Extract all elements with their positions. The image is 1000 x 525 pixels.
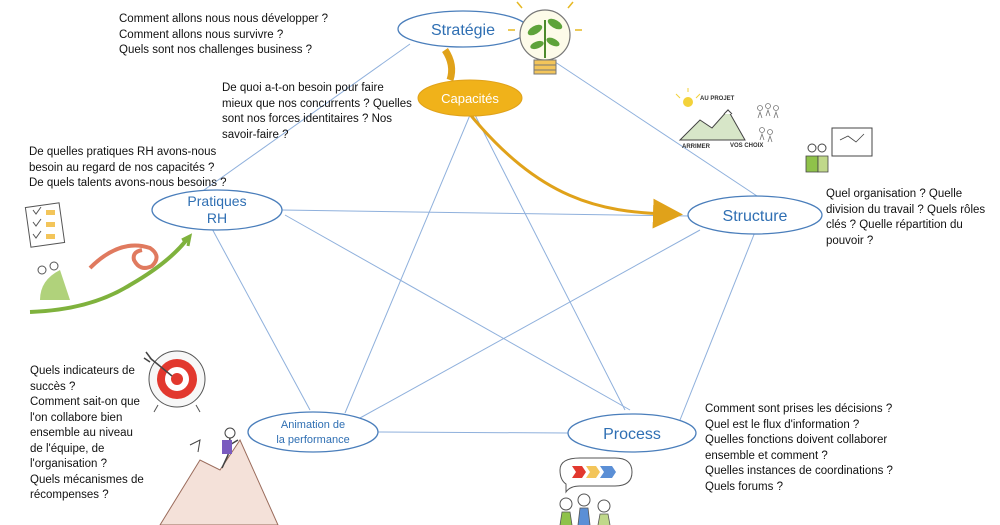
mountain-climber-icon bbox=[159, 427, 279, 525]
target-icon bbox=[143, 350, 206, 413]
node-strategie-label: Stratégie bbox=[431, 22, 495, 39]
node-structure[interactable]: Structure bbox=[687, 195, 823, 235]
network-edges bbox=[189, 43, 761, 434]
node-pratiques-rh-line2: RH bbox=[207, 210, 227, 226]
questions-capacites: De quoi a-t-on besoin pour faire mieux q… bbox=[222, 82, 412, 141]
edge-rh-process bbox=[284, 214, 631, 411]
questions-strategie: Comment allons nous nous développer ? Co… bbox=[119, 13, 329, 56]
arrow-strategie-capacites bbox=[442, 48, 456, 82]
node-pratiques-rh[interactable]: Pratiques RH bbox=[151, 189, 283, 231]
edge-capacites-process bbox=[474, 114, 626, 411]
edge-structure-animation bbox=[359, 229, 701, 419]
questions-process: Comment sont prises les décisions ? Quel… bbox=[705, 403, 893, 493]
node-process-label: Process bbox=[603, 426, 661, 443]
edge-strategie-rh bbox=[189, 43, 411, 201]
edge-capacites-animation bbox=[344, 114, 471, 414]
lightbulb-icon bbox=[508, 1, 582, 75]
arrow-capacites-structure bbox=[466, 111, 683, 229]
sketch-au-projet-label: AU PROJET bbox=[700, 96, 735, 102]
team-board-icon bbox=[805, 127, 873, 173]
node-pratiques-rh-line1: Pratiques bbox=[187, 193, 246, 209]
node-structure-label: Structure bbox=[723, 208, 788, 225]
team-process-icon bbox=[559, 457, 633, 525]
edge-rh-animation bbox=[209, 224, 311, 411]
mountain-sketch-icon: AU PROJET ARRIMER VOS CHOIX bbox=[675, 88, 779, 150]
questions-pratiques-rh: De quelles pratiques RH avons-nous besoi… bbox=[29, 146, 227, 189]
snail-growth-icon bbox=[29, 233, 193, 314]
questions-animation: Quels indicateurs de succès ? Comment sa… bbox=[30, 365, 144, 501]
sketch-arrimer-label: ARRIMER bbox=[682, 144, 711, 150]
sketch-vos-choix-label: VOS CHOIX bbox=[730, 143, 763, 149]
node-process[interactable]: Process bbox=[567, 413, 697, 453]
questions-structure: Quel organisation ? Quelle division du t… bbox=[826, 188, 986, 247]
checklist-icon bbox=[24, 202, 66, 248]
node-animation-line1: Animation de bbox=[281, 419, 345, 431]
edge-rh-structure bbox=[281, 209, 691, 217]
node-capacites-label: Capacités bbox=[441, 91, 499, 106]
edge-animation-process bbox=[377, 431, 569, 434]
node-animation-line2: la performance bbox=[276, 434, 349, 446]
edge-structure-process bbox=[679, 231, 756, 421]
edge-strategie-structure bbox=[539, 51, 761, 199]
node-capacites[interactable]: Capacités bbox=[417, 79, 523, 117]
node-strategie[interactable]: Stratégie bbox=[397, 10, 529, 48]
node-animation[interactable]: Animation de la performance bbox=[247, 411, 379, 453]
